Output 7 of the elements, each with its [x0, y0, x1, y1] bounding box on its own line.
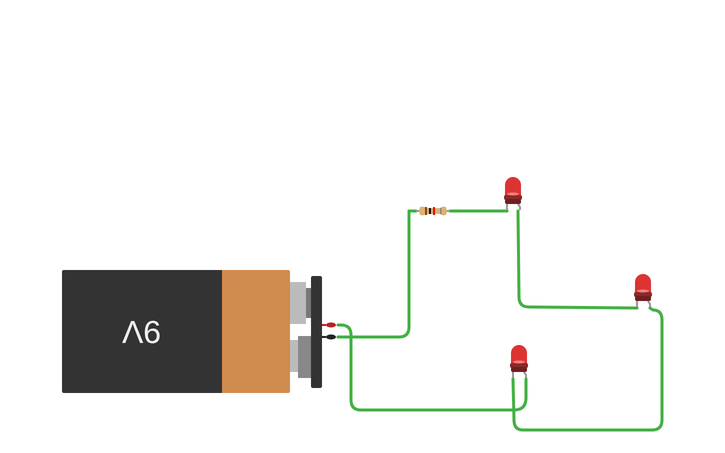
battery	[62, 270, 290, 393]
voltage-label: 9V	[122, 313, 162, 350]
wire	[448, 210, 508, 212]
wire	[516, 210, 638, 310]
wire	[336, 210, 418, 338]
wire	[336, 324, 528, 412]
wire	[512, 306, 664, 432]
